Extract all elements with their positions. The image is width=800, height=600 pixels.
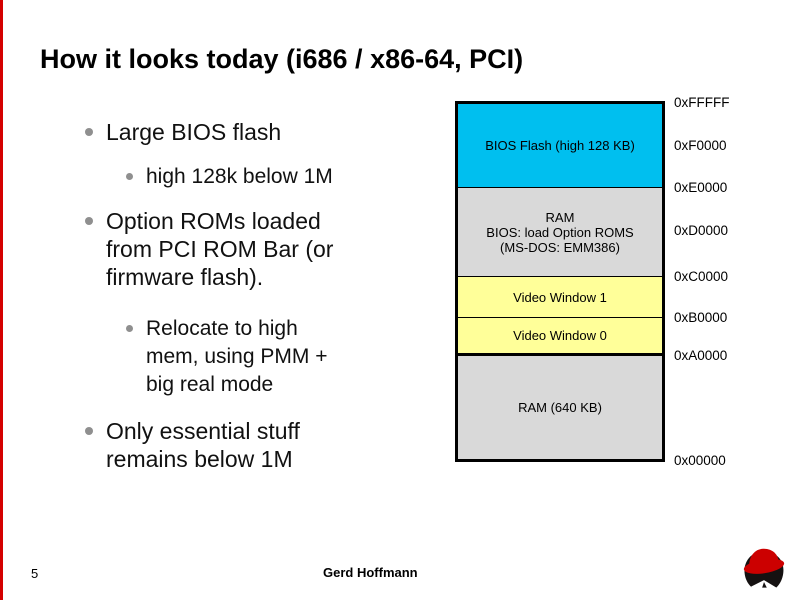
footer-author: Gerd Hoffmann [323, 565, 418, 580]
memory-block-label: Video Window 0 [513, 328, 607, 343]
bullet-icon [126, 173, 133, 180]
memory-block-video-window-0: Video Window 0 [458, 317, 662, 353]
memory-block-bios-flash: BIOS Flash (high 128 KB) [458, 104, 662, 187]
page-number: 5 [31, 566, 39, 581]
memory-block-label: Video Window 1 [513, 289, 607, 305]
list-item-text: Option ROMs loaded from PCI ROM Bar (or … [106, 208, 334, 290]
memory-block-label: (MS-DOS: EMM386) [500, 239, 620, 255]
address-label: 0xE0000 [674, 180, 728, 195]
memory-block-label: BIOS: load Option ROMS [486, 224, 634, 240]
list-item: Option ROMs loaded from PCI ROM Bar (or … [85, 207, 346, 291]
list-item: Only essential stuff remains below 1M [85, 417, 356, 473]
list-item-text: Large BIOS flash [106, 119, 282, 145]
list-item-text: high 128k below 1M [146, 165, 333, 188]
address-label: 0x00000 [674, 453, 726, 468]
address-label: 0xF0000 [674, 138, 727, 153]
memory-block-label: RAM (640 KB) [518, 400, 602, 415]
page-title: How it looks today (i686 / x86-64, PCI) [40, 44, 524, 74]
left-red-rule [0, 0, 3, 600]
list-item: Relocate to high mem, using PMM + big re… [126, 315, 346, 399]
memory-block-label: BIOS Flash (high 128 KB) [485, 138, 635, 153]
address-label: 0xFFFFF [674, 95, 730, 110]
memory-block-upper-ram: RAM BIOS: load Option ROMS (MS-DOS: EMM3… [458, 187, 662, 276]
list-item: high 128k below 1M [126, 163, 333, 191]
memory-map-diagram: BIOS Flash (high 128 KB) RAM BIOS: load … [455, 101, 665, 462]
memory-block-low-ram: RAM (640 KB) [458, 353, 662, 459]
bullet-icon [85, 217, 93, 225]
address-label: 0xB0000 [674, 310, 728, 325]
bullet-icon [126, 325, 133, 332]
address-label: 0xC0000 [674, 269, 729, 284]
list-item: Large BIOS flash [85, 118, 281, 146]
memory-block-label: RAM [545, 209, 575, 225]
memory-block-video-window-1: Video Window 1 [458, 276, 662, 317]
bullet-icon [85, 427, 93, 435]
redhat-logo-icon [735, 545, 793, 595]
address-label: 0xA0000 [674, 348, 728, 363]
list-item-text: Relocate to high mem, using PMM + big re… [146, 317, 328, 396]
bullet-icon [85, 128, 93, 136]
list-item-text: Only essential stuff remains below 1M [106, 418, 300, 472]
address-label: 0xD0000 [674, 223, 729, 238]
